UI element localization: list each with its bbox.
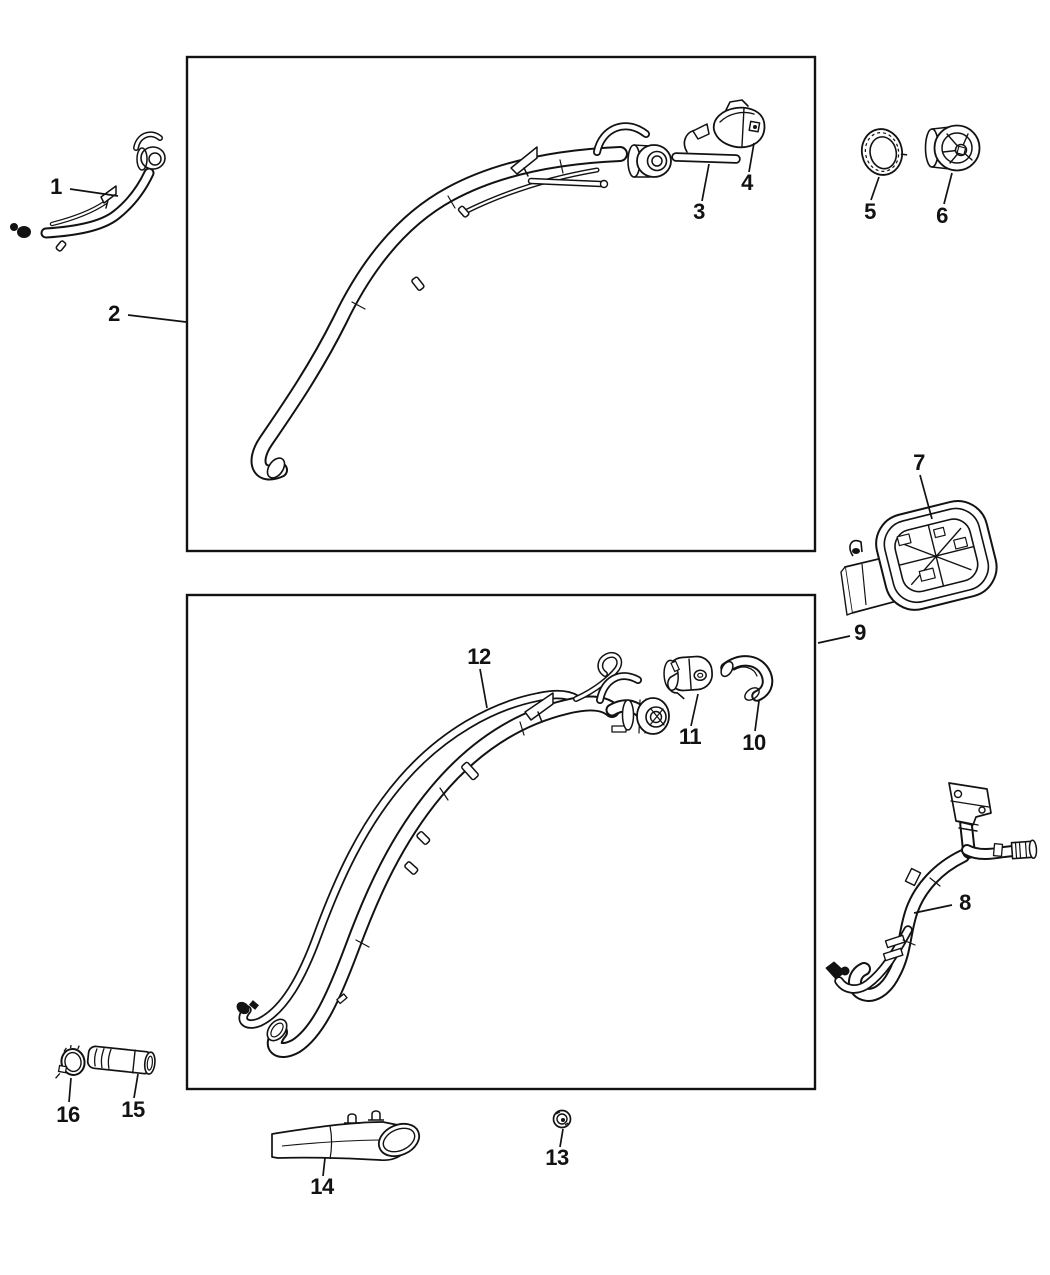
callout-14: 14 bbox=[310, 1174, 334, 1199]
part-14-filler-shield bbox=[271, 1110, 421, 1162]
part-5-seal-ring bbox=[860, 128, 908, 176]
callout-5: 5 bbox=[864, 199, 876, 224]
part-16-hose-clamp bbox=[55, 1044, 86, 1079]
callout-11: 11 bbox=[678, 724, 702, 749]
callout-9: 9 bbox=[854, 620, 866, 645]
part-10-connector-hose bbox=[719, 660, 768, 703]
callout-13: 13 bbox=[545, 1145, 569, 1170]
panel-box-2 bbox=[185, 593, 817, 1091]
callout-2: 2 bbox=[108, 301, 120, 326]
part-3-cap-tether-pin bbox=[676, 123, 736, 159]
callout-15: 15 bbox=[121, 1097, 145, 1122]
callout-7: 7 bbox=[913, 450, 925, 475]
part-2-filler-neck-assembly bbox=[259, 126, 672, 481]
part-7-filler-door-housing bbox=[840, 500, 998, 616]
callout-3: 3 bbox=[693, 199, 705, 224]
callout-12: 12 bbox=[467, 644, 491, 669]
part-12-filler-tube-assembly bbox=[236, 655, 670, 1050]
callout-6: 6 bbox=[936, 203, 948, 228]
callout-8: 8 bbox=[959, 890, 971, 915]
callout-16: 16 bbox=[56, 1102, 80, 1127]
part-4-fuel-cap bbox=[712, 99, 766, 149]
callout-10: 10 bbox=[742, 730, 766, 755]
callout-4: 4 bbox=[741, 170, 753, 195]
part-6-fuel-cap-rear bbox=[924, 124, 981, 172]
part-8-rear-filler-tube bbox=[825, 782, 1038, 995]
leader-lines bbox=[68, 142, 953, 1177]
part-1-filler-vent-tube bbox=[10, 131, 166, 252]
part-11-vent-valve bbox=[663, 655, 713, 700]
part-13-nut bbox=[552, 1109, 572, 1129]
callout-1: 1 bbox=[50, 174, 62, 199]
panel-box-1 bbox=[185, 55, 817, 553]
part-15-filler-hose bbox=[86, 1045, 156, 1075]
